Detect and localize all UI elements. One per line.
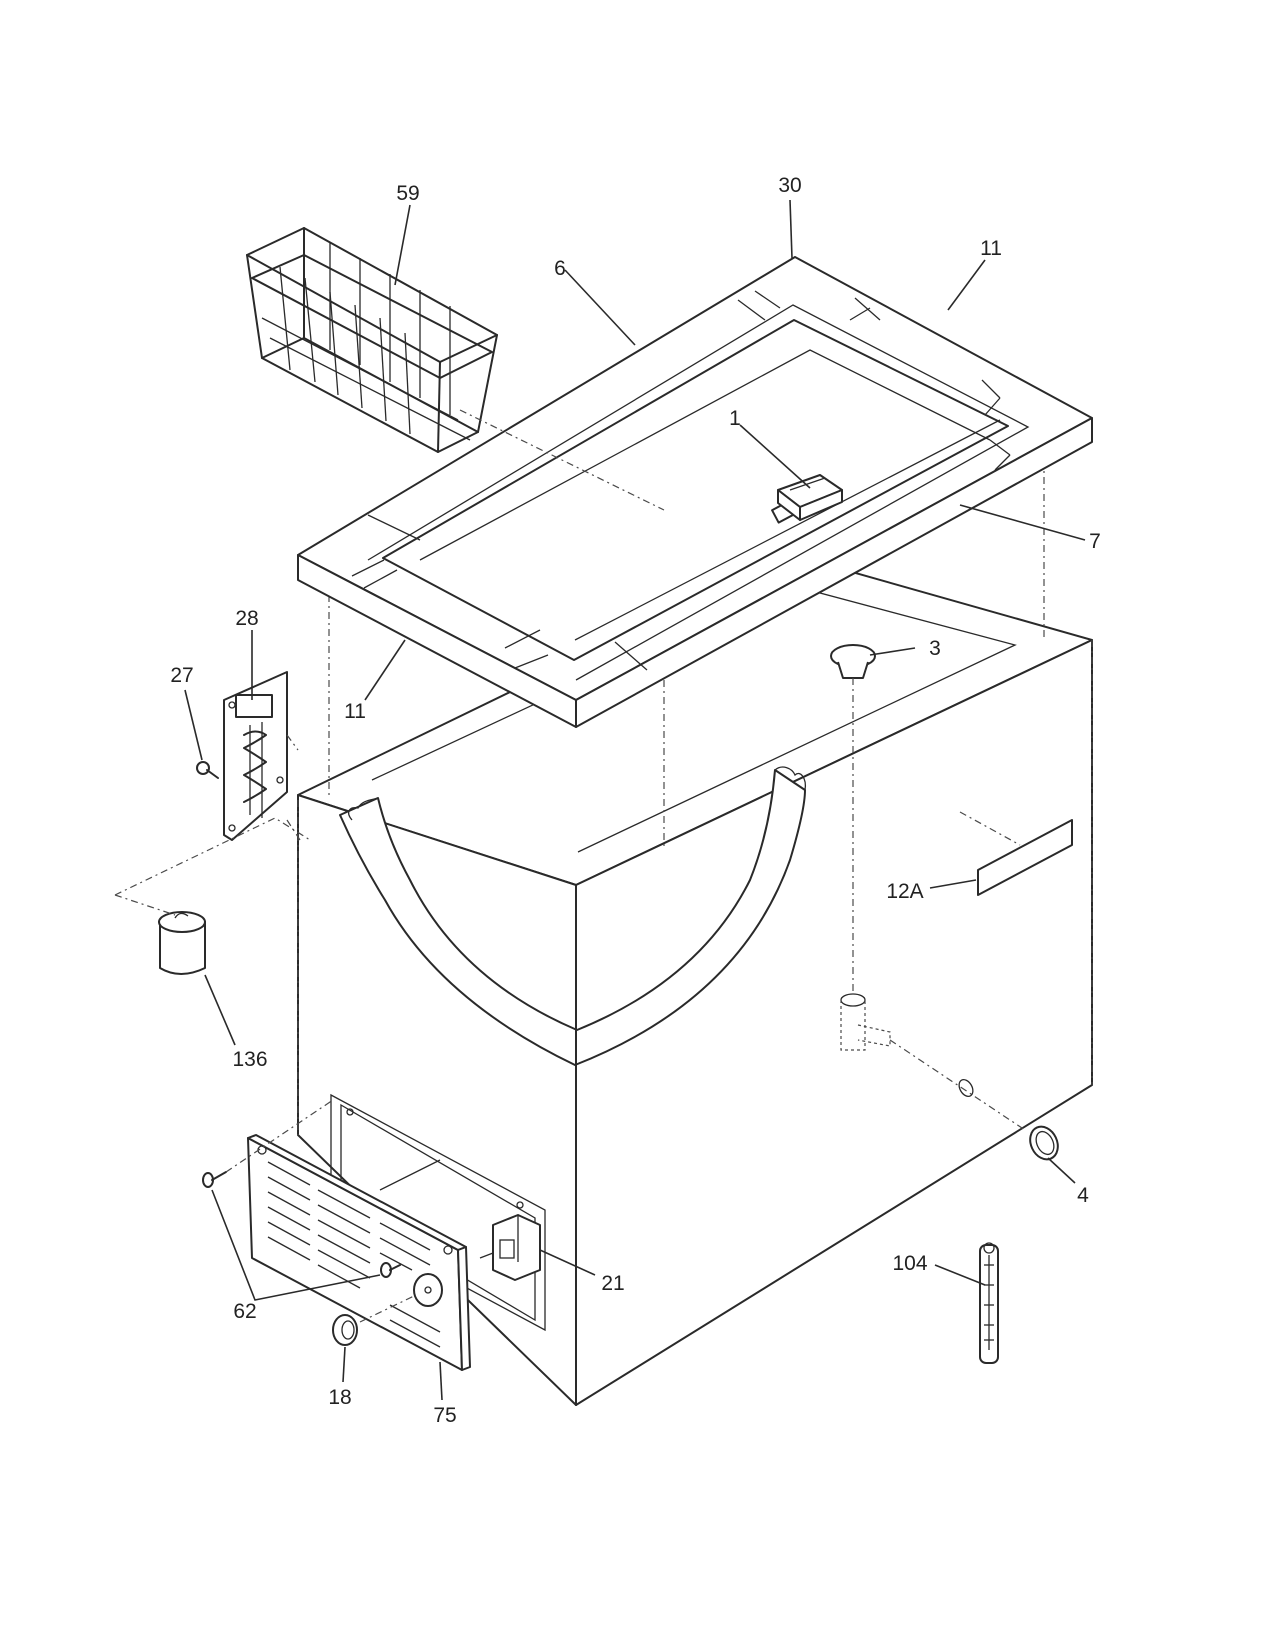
screw-alignment-line	[225, 1099, 334, 1173]
wire-basket	[246, 227, 498, 453]
cap-alignment-line-2	[114, 894, 176, 916]
thermostat-knob	[332, 1314, 358, 1346]
cap-alignment-line	[114, 817, 311, 896]
hinge-screw	[196, 761, 219, 779]
callout-11-bottom: 11	[344, 700, 366, 723]
callout-136: 136	[232, 1048, 267, 1071]
lid-hinge	[223, 671, 288, 841]
drain-cap	[1029, 1125, 1059, 1161]
callout-59: 59	[396, 182, 419, 205]
callout-labels: 59 30 11 6 1 7 3 28 27 11 12A 136 4 104 …	[170, 174, 1101, 1427]
callout-21: 21	[601, 1272, 624, 1295]
leader-lines	[184, 199, 1086, 1401]
lid-handle	[777, 474, 843, 521]
callout-75: 75	[433, 1404, 456, 1427]
label-plate	[977, 819, 1073, 896]
thermostat-control	[479, 1214, 541, 1281]
callout-3: 3	[929, 637, 941, 660]
callout-18: 18	[328, 1386, 351, 1409]
callout-6: 6	[554, 257, 566, 280]
callout-1: 1	[729, 407, 741, 430]
callout-11-top: 11	[980, 237, 1002, 260]
grille-screws	[202, 1171, 401, 1278]
callout-28: 28	[235, 607, 258, 630]
front-grille	[247, 1134, 471, 1371]
callout-12A: 12A	[886, 880, 923, 903]
drain-plug	[830, 644, 876, 679]
callout-27: 27	[170, 664, 193, 687]
hinge-alignment-line	[286, 734, 299, 751]
label-alignment-line	[959, 811, 1021, 846]
callout-62: 62	[233, 1300, 256, 1323]
callout-7: 7	[1089, 530, 1101, 553]
thermometer	[979, 1242, 999, 1364]
hinge-cover-cap	[158, 911, 206, 975]
freezer-lid	[297, 256, 1093, 728]
drain-grommet	[958, 1078, 974, 1098]
callout-30: 30	[778, 174, 801, 197]
callout-4: 4	[1077, 1184, 1089, 1207]
knob-alignment-line	[359, 1295, 415, 1323]
drain-tube	[840, 993, 891, 1051]
basket-alignment-line	[459, 409, 665, 511]
callout-104: 104	[892, 1252, 927, 1275]
